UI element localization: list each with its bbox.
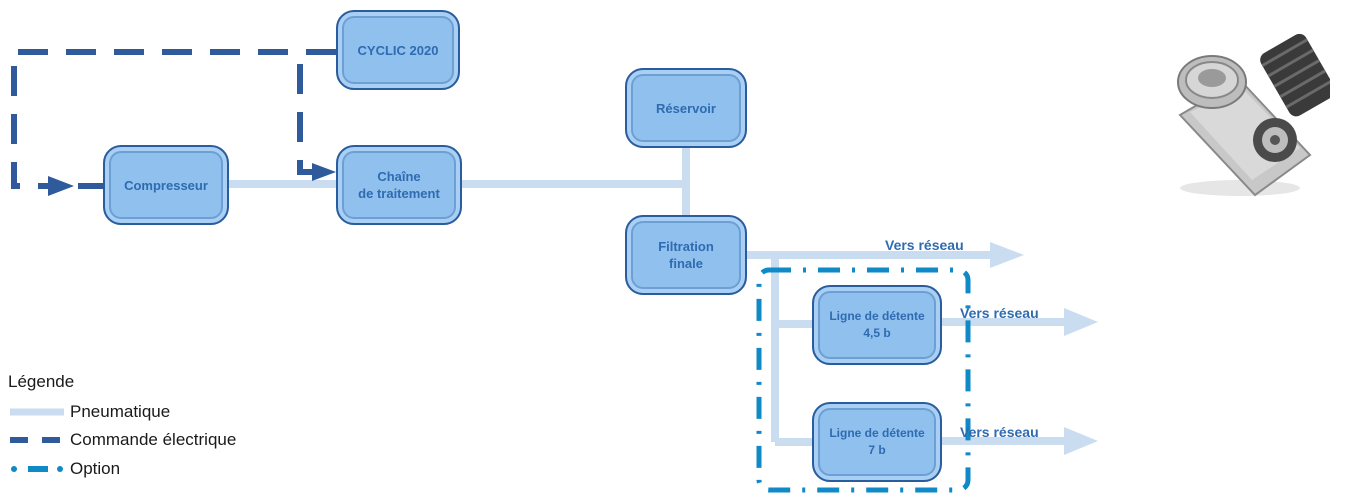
arrowhead-electric-chain bbox=[312, 163, 336, 181]
legend-label-pneumatique: Pneumatique bbox=[70, 402, 171, 421]
output-label-filtration: Vers réseau bbox=[885, 237, 964, 253]
compressor-photo bbox=[1177, 33, 1330, 197]
node-cyclic-2020: CYCLIC 2020 bbox=[336, 10, 460, 90]
node-reservoir: Réservoir bbox=[625, 68, 747, 148]
electric-lines bbox=[11, 49, 336, 189]
output-label-detente-7: Vers réseau bbox=[960, 424, 1039, 440]
legend-item-commande-electrique: Commande électrique bbox=[8, 428, 236, 452]
electric-line-cyclic-compressor bbox=[11, 49, 336, 189]
node-ligne-detente-4-5b: Ligne de détente 4,5 b bbox=[812, 285, 942, 365]
node-filtration-finale: Filtration finale bbox=[625, 215, 747, 295]
electric-arrowheads bbox=[48, 163, 336, 196]
output-label-detente-45: Vers réseau bbox=[960, 305, 1039, 321]
legend-item-pneumatique: Pneumatique bbox=[8, 400, 170, 424]
arrowhead-filtration-out bbox=[990, 242, 1024, 268]
arrowhead-45-out bbox=[1064, 308, 1098, 336]
node-chaine-de-traitement: Chaîne de traitement bbox=[336, 145, 462, 225]
legend-title: Légende bbox=[8, 372, 75, 391]
pneumatic-arrowheads bbox=[990, 242, 1098, 455]
node-compresseur: Compresseur bbox=[103, 145, 229, 225]
legend-swatch-electric bbox=[10, 437, 64, 443]
legend-item-option: Option bbox=[8, 457, 120, 481]
option-boundary bbox=[756, 267, 971, 493]
pneumatic-lines bbox=[228, 146, 1070, 446]
legend-label-commande-electrique: Commande électrique bbox=[70, 430, 237, 449]
electric-line-cyclic-chain bbox=[297, 49, 336, 175]
legend-swatch-option bbox=[11, 466, 63, 472]
legend-label-option: Option bbox=[70, 459, 121, 478]
arrowhead-7-out bbox=[1064, 427, 1098, 455]
node-ligne-detente-7b: Ligne de détente 7 b bbox=[812, 402, 942, 482]
arrowhead-electric-compressor bbox=[48, 176, 74, 196]
legend-swatch-pneumatic bbox=[10, 408, 64, 416]
